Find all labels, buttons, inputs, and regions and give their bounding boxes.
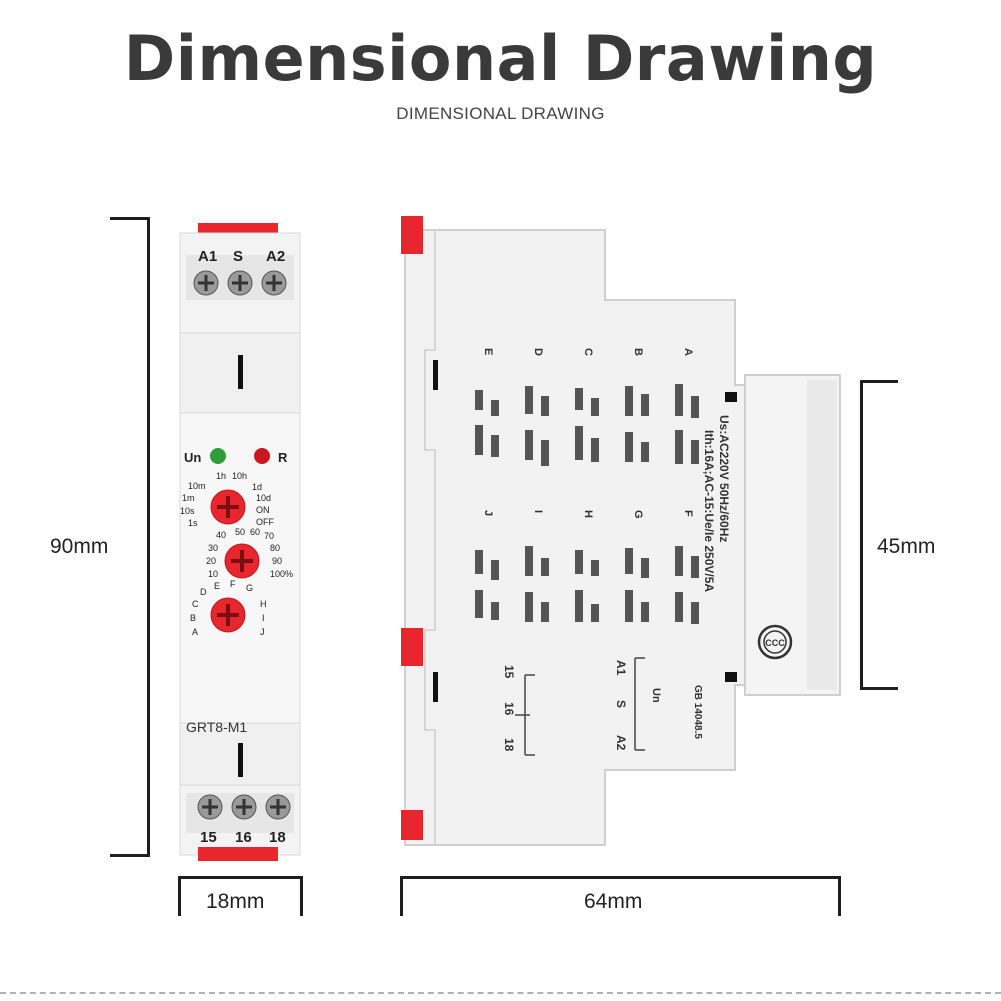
dial2-label: 100% bbox=[270, 569, 293, 579]
width-dimension-bracket bbox=[178, 876, 303, 916]
page-title: Dimensional Drawing bbox=[123, 22, 878, 95]
dial2-label: 70 bbox=[264, 531, 274, 541]
dial2-label: 50 bbox=[235, 527, 245, 537]
voltage-spec-text: Us:AC220V 50Hz/60Hz bbox=[717, 415, 731, 542]
function-letter: A bbox=[682, 348, 694, 356]
dial1-label: 1h bbox=[216, 471, 226, 481]
top-din-clip bbox=[401, 216, 423, 254]
terminal-label-a2: A2 bbox=[266, 248, 285, 265]
front-view-drawing: A1 S A2 Un R 10m 1h 10h 1m 1d 10s 10d 1s… bbox=[179, 223, 301, 861]
dial3-label: J bbox=[260, 627, 265, 637]
screw-icon[interactable] bbox=[227, 270, 253, 296]
dial3-label: G bbox=[246, 583, 253, 593]
function-letter: G bbox=[632, 510, 644, 519]
time-range-knob[interactable] bbox=[210, 489, 246, 525]
led-r-label: R bbox=[278, 450, 288, 465]
wiring-label: 16 bbox=[502, 702, 516, 716]
dial3-label: D bbox=[200, 587, 207, 597]
screw-icon[interactable] bbox=[197, 794, 223, 820]
function-letter: F bbox=[682, 510, 694, 517]
dial1-label: 1m bbox=[182, 493, 195, 503]
function-letter: E bbox=[482, 348, 494, 355]
terminal-label-15: 15 bbox=[200, 829, 217, 846]
bottom-end-clip bbox=[401, 810, 423, 840]
screw-icon[interactable] bbox=[261, 270, 287, 296]
dial3-label: A bbox=[192, 627, 198, 637]
terminal-label-16: 16 bbox=[235, 829, 252, 846]
dial1-label: 1s bbox=[188, 518, 198, 528]
percentage-knob[interactable] bbox=[224, 543, 260, 579]
depth-dimension-label: 64mm bbox=[584, 890, 643, 913]
wiring-label: 18 bbox=[502, 738, 516, 752]
screw-icon[interactable] bbox=[231, 794, 257, 820]
standard-text: GB 14048.5 bbox=[692, 685, 703, 739]
dial1-label: 10s bbox=[180, 506, 195, 516]
terminal-label-s: S bbox=[233, 248, 243, 265]
width-dimension-label: 18mm bbox=[206, 890, 265, 913]
dial2-label: 60 bbox=[250, 527, 260, 537]
screw-icon[interactable] bbox=[265, 794, 291, 820]
wiring-label: A1 bbox=[614, 660, 628, 676]
led-green-icon bbox=[210, 448, 226, 464]
front-height-dimension-bracket bbox=[860, 380, 898, 690]
function-letter: J bbox=[482, 510, 494, 516]
dial2-label: 30 bbox=[208, 543, 218, 553]
svg-text:CCC: CCC bbox=[765, 638, 785, 648]
dial3-label: I bbox=[262, 613, 265, 623]
ccc-certification-icon: CCC bbox=[757, 624, 793, 660]
dial2-label: 20 bbox=[206, 556, 216, 566]
front-height-dimension-label: 45mm bbox=[877, 535, 936, 558]
dial2-label: 90 bbox=[272, 556, 282, 566]
bottom-dashed-divider bbox=[0, 992, 1001, 994]
function-letter: I bbox=[532, 510, 544, 513]
function-letter: C bbox=[582, 348, 594, 356]
function-letter: H bbox=[582, 510, 594, 518]
lower-slot-mark bbox=[238, 743, 243, 777]
depth-dimension-bracket bbox=[400, 876, 841, 916]
bottom-din-clip bbox=[198, 847, 278, 861]
height-dimension-label: 90mm bbox=[50, 535, 109, 558]
dial1-label: 10h bbox=[232, 471, 247, 481]
dial2-label: 40 bbox=[216, 530, 226, 540]
wiring-un-label: Un bbox=[650, 688, 662, 703]
dial1-label: OFF bbox=[256, 517, 274, 527]
bottom-din-clip bbox=[401, 628, 423, 666]
side-housing bbox=[404, 229, 746, 846]
dial1-label: 1d bbox=[252, 482, 262, 492]
wiring-label: A2 bbox=[614, 735, 628, 751]
terminal-label-a1: A1 bbox=[198, 248, 217, 265]
dial1-label: ON bbox=[256, 505, 270, 515]
dial3-label: F bbox=[230, 579, 236, 589]
current-spec-text: Ith:16A;AC-15:Ue/Ie 250V/5A bbox=[702, 430, 716, 592]
function-letter: B bbox=[632, 348, 644, 356]
wiring-diagram-lines bbox=[515, 657, 645, 756]
wiring-label: S bbox=[614, 700, 628, 708]
terminal-label-18: 18 bbox=[269, 829, 286, 846]
dial2-label: 10 bbox=[208, 569, 218, 579]
dial3-label: E bbox=[214, 581, 220, 591]
model-label: GRT8-M1 bbox=[186, 719, 247, 735]
screw-icon[interactable] bbox=[193, 270, 219, 296]
dial3-label: H bbox=[260, 599, 267, 609]
wiring-label: 15 bbox=[502, 665, 516, 679]
side-view-drawing: A B C D E F G H I J Us:AC220V 50Hz/60Hz … bbox=[401, 216, 841, 846]
dial1-label: 10d bbox=[256, 493, 271, 503]
function-knob[interactable] bbox=[210, 597, 246, 633]
dial3-label: B bbox=[190, 613, 196, 623]
function-letter: D bbox=[532, 348, 544, 356]
timing-diagram-grid bbox=[475, 384, 699, 624]
upper-slot-mark bbox=[238, 355, 243, 389]
dial3-label: C bbox=[192, 599, 199, 609]
page-subtitle: DIMENSIONAL DRAWING bbox=[396, 104, 605, 123]
height-dimension-bracket bbox=[110, 217, 150, 857]
led-un-label: Un bbox=[184, 450, 201, 465]
dial1-label: 10m bbox=[188, 481, 206, 491]
led-red-icon bbox=[254, 448, 270, 464]
dial2-label: 80 bbox=[270, 543, 280, 553]
